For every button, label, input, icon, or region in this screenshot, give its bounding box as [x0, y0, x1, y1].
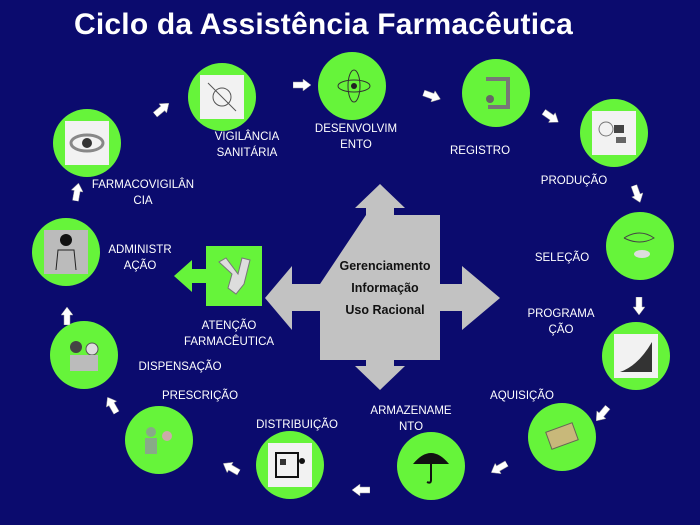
cycle-arrow-icon — [70, 182, 85, 202]
label-selecao: SELEÇÃO — [534, 252, 590, 264]
node-dispensacao — [50, 321, 118, 389]
cycle-arrow-icon — [220, 458, 242, 477]
molecule-cartoon-icon — [200, 75, 244, 119]
eye-icon — [65, 121, 109, 165]
center-line-uso-racional: Uso Racional — [345, 303, 425, 317]
cycle-arrow-icon — [151, 99, 173, 120]
hands-icon — [218, 257, 251, 295]
label-dispensacao: DISPENSAÇÃO — [138, 361, 222, 373]
label-producao: PRODUÇÃO — [540, 175, 608, 187]
cycle-arrow-icon — [421, 87, 442, 104]
node-desenvolvimento — [318, 52, 386, 120]
green-left-arrow — [174, 260, 214, 292]
label-distribuicao: DISTRIBUIÇÃO — [256, 419, 338, 431]
node-aquisicao — [528, 403, 596, 471]
umbrella-icon — [409, 444, 453, 488]
node-selecao — [606, 212, 674, 280]
cycle-arrow-icon — [293, 79, 311, 91]
center-line-informacao: Informação — [351, 281, 419, 295]
node-producao — [580, 99, 648, 167]
node-farmacovigilancia — [53, 109, 121, 177]
atencao-farmaceutica-image — [206, 246, 262, 306]
money-icon — [540, 415, 584, 459]
cycle-arrow-icon — [592, 403, 613, 425]
node-prescricao — [125, 406, 193, 474]
label-prescricao: PRESCRIÇÃO — [161, 390, 239, 402]
stethoscope-pills-icon — [618, 224, 662, 268]
delivery-worker-icon — [268, 443, 312, 487]
central-box-text: Gerenciamento Informação Uso Racional — [320, 255, 450, 321]
node-vigilancia-sanitaria — [188, 63, 256, 131]
center-line-gerenciamento: Gerenciamento — [339, 259, 431, 273]
node-registro — [462, 59, 530, 127]
pharmacist-patient-icon — [62, 333, 106, 377]
label-aquisicao: AQUISIÇÃO — [490, 390, 554, 402]
node-administracao — [32, 218, 100, 286]
slide-title: Ciclo da Assistência Farmacêutica — [74, 8, 574, 41]
atom-flask-icon — [330, 64, 374, 108]
nurse-icon — [44, 230, 88, 274]
node-distribuicao — [256, 431, 324, 499]
node-armazenamento — [397, 432, 465, 500]
growth-chart-icon — [614, 334, 658, 378]
cycle-arrow-icon — [540, 107, 562, 127]
cycle-arrow-icon — [633, 297, 645, 315]
cycle-arrow-icon — [628, 183, 645, 204]
doctor-patient-icon — [137, 418, 181, 462]
scroll-icon — [474, 71, 518, 115]
cycle-arrow-icon — [352, 484, 370, 496]
cycle-arrow-icon — [488, 458, 510, 477]
label-registro: REGISTRO — [449, 145, 511, 157]
cycle-arrow-icon — [61, 307, 73, 325]
pills-machine-icon — [592, 111, 636, 155]
node-programacao — [602, 322, 670, 390]
cycle-arrow-icon — [102, 394, 121, 416]
